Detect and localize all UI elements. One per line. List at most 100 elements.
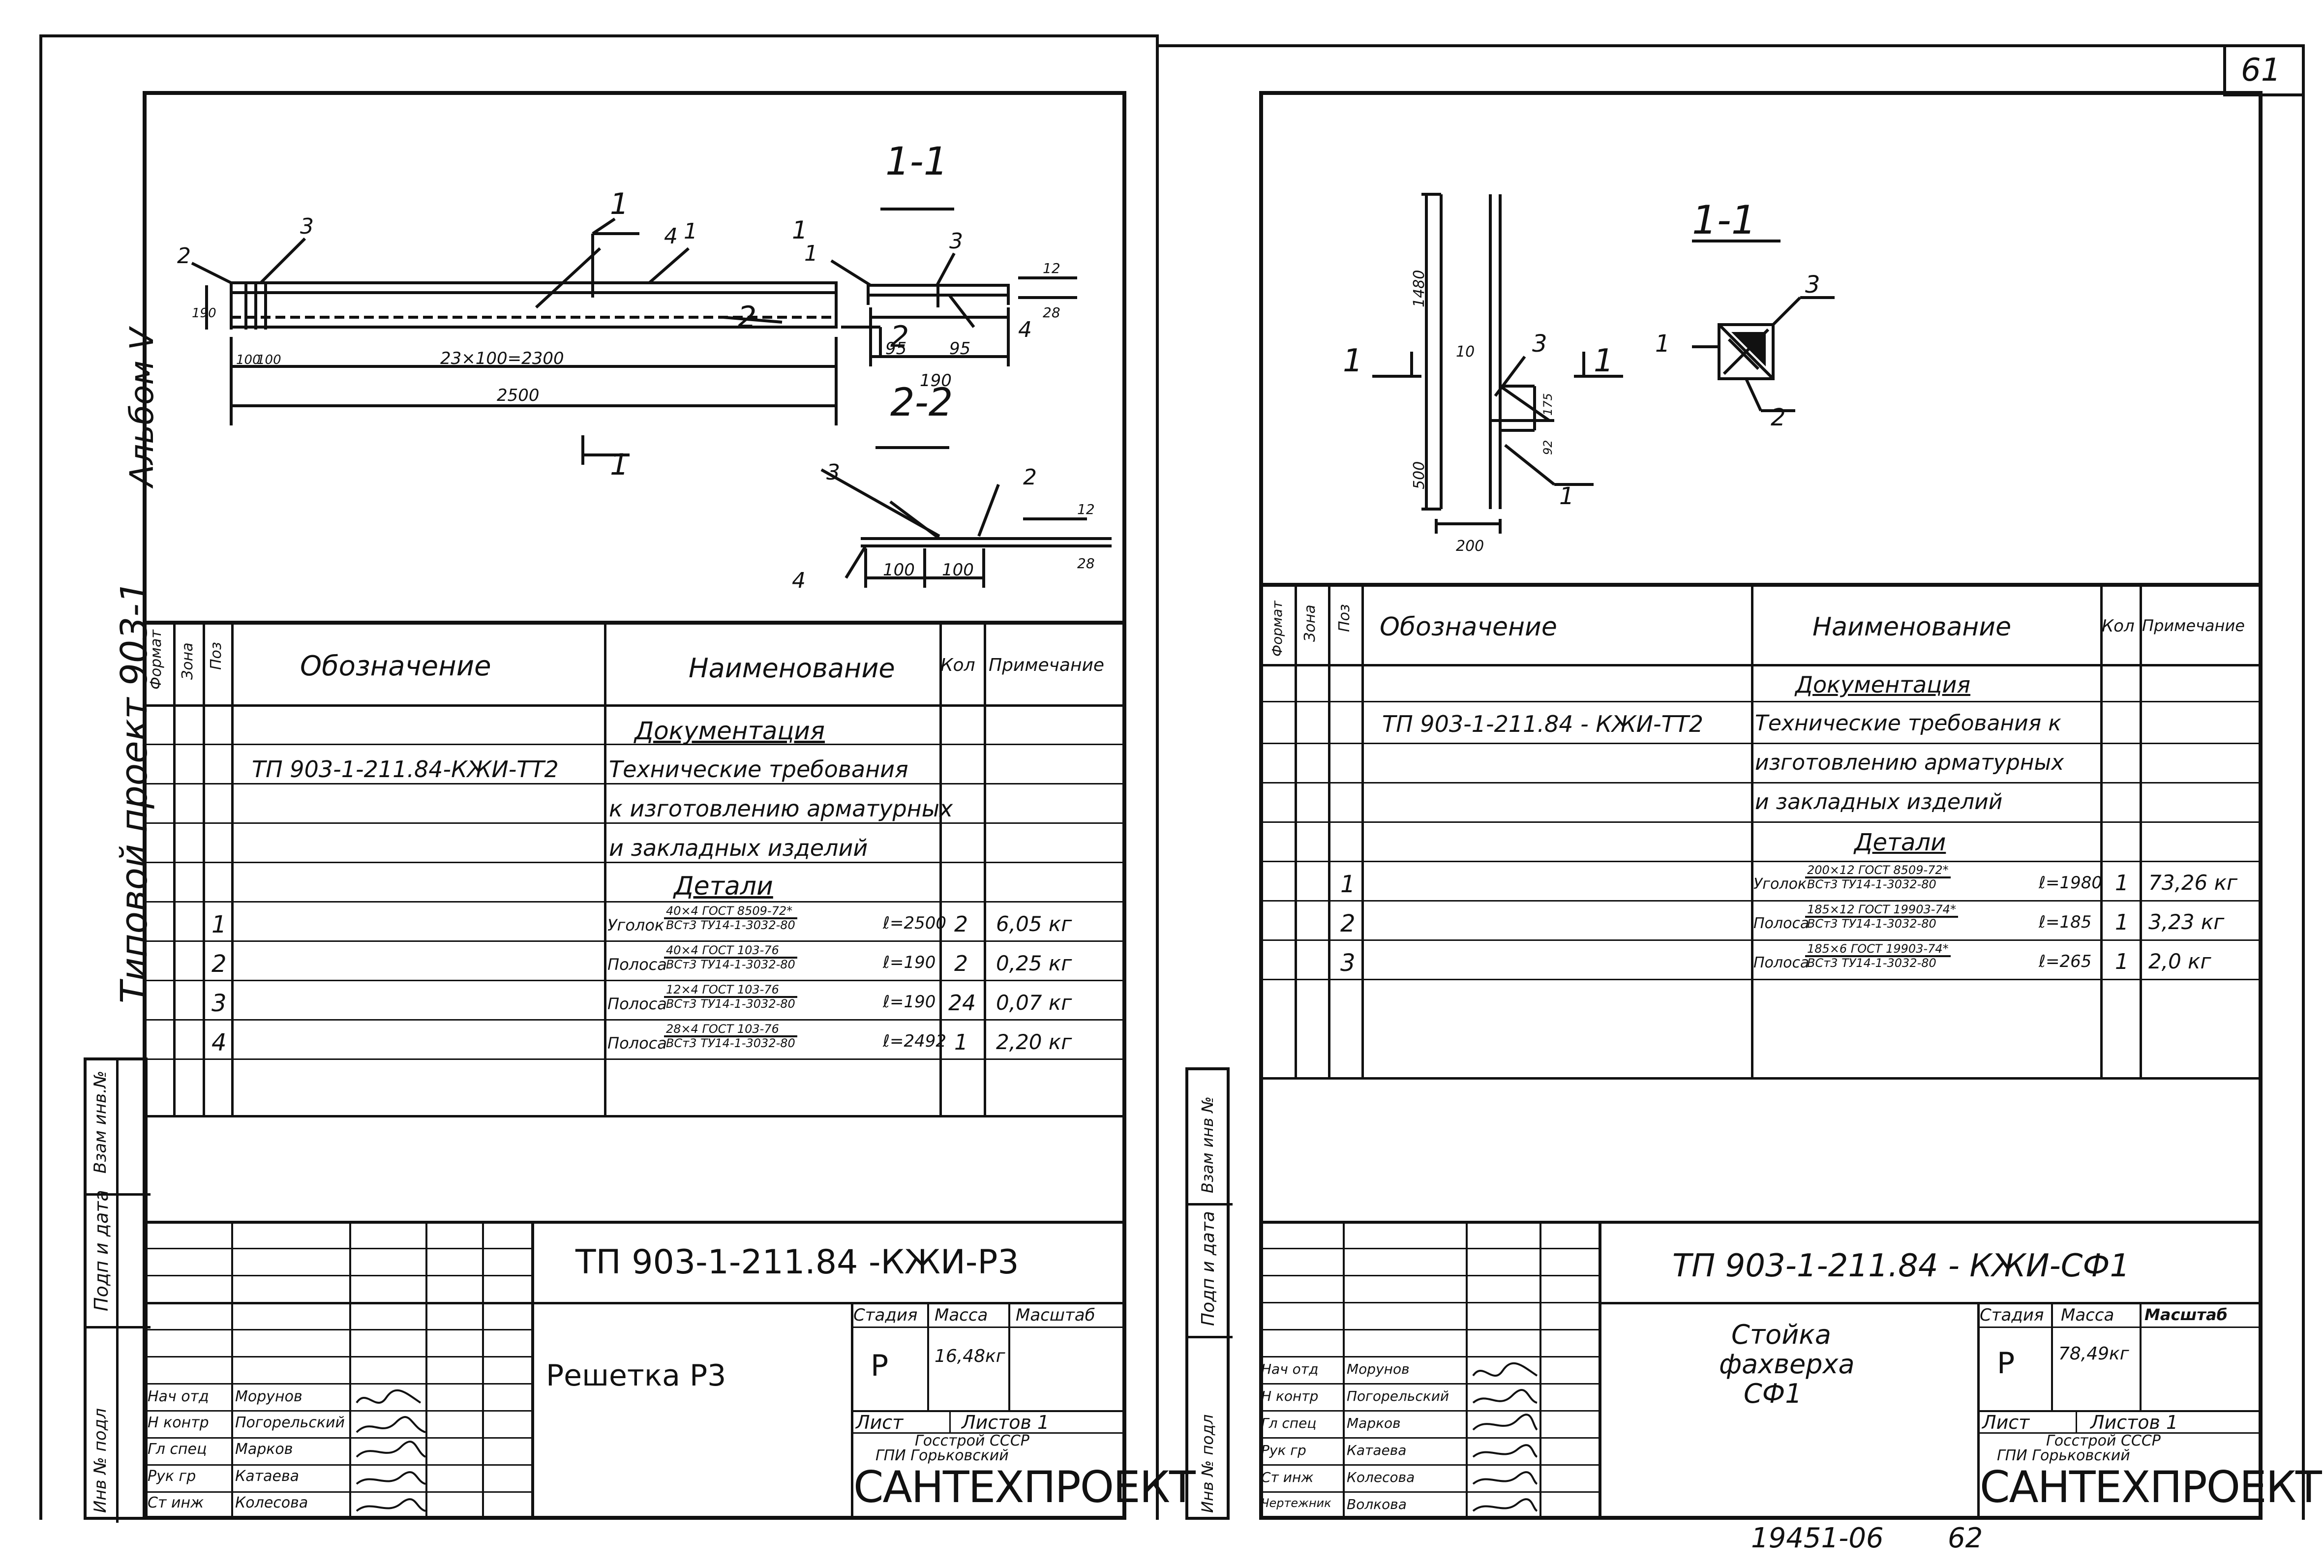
details-heading: Детали <box>674 872 773 901</box>
r-header-qty: Кол <box>2102 616 2135 636</box>
bottom-page: 62 <box>1948 1522 1983 1554</box>
r-role-1: Н контр <box>1261 1388 1319 1404</box>
right-margin-stamp: Взам инв № Подп и дата Инв № подл <box>1185 1067 1233 1520</box>
r-mass-label: Масса <box>2061 1305 2114 1325</box>
right-sheet-frame <box>1259 91 2263 1520</box>
callout-3a: 3 <box>300 214 314 239</box>
section-1-1-title-left: 1-1 <box>885 140 948 184</box>
right-spec-table: Формат Зона Поз Обозначение Наименование… <box>1259 583 2263 1080</box>
vzam-label: Взам инв.№ <box>91 1070 110 1174</box>
dim-100c: 100 <box>883 560 915 580</box>
header-zone: Зона <box>179 642 196 680</box>
section-2-2-title: 2-2 <box>890 381 953 425</box>
name-0: Морунов <box>235 1388 302 1405</box>
left-spec-table: Формат Зона Поз Обозначение Наименование… <box>143 621 1126 1117</box>
left-margin-stamp: Взам инв.№ Подп и дата Инв № подл <box>84 1057 151 1523</box>
r-doc-name-line-1: Технические требования к <box>1755 711 2061 736</box>
r-callout-3a: 3 <box>1532 330 1547 358</box>
page-number: 61 <box>2241 52 2281 89</box>
r-stamp-title-2: фахверха <box>1719 1349 1855 1380</box>
left-sheet-frame <box>143 91 1126 1520</box>
role-1: Н контр <box>148 1414 209 1431</box>
left-title-block: Нач отд Н контр Гл спец Рук гр Ст инж Мо… <box>143 1221 1196 1520</box>
r-role-5: Чертежник <box>1261 1496 1331 1510</box>
r-name-5: Волкова <box>1347 1496 1407 1512</box>
header-note: Примечание <box>989 655 1105 675</box>
doc-code: ТП 903-1-211.84-КЖИ-ТТ2 <box>252 756 559 783</box>
right-title-block: Нач отд Н контр Гл спец Рук гр Ст инж Че… <box>1259 1221 2322 1520</box>
r-role-3: Рук гр <box>1261 1442 1306 1458</box>
role-2: Гл спец <box>148 1441 207 1458</box>
r-header-pos: Поз <box>1336 604 1353 632</box>
r-name-2: Марков <box>1347 1415 1401 1431</box>
r-doc-name-line-2: изготовлению арматурных <box>1755 750 2064 775</box>
r-dim-92: 92 <box>1541 440 1555 455</box>
r-dim-175: 175 <box>1541 393 1555 416</box>
callout-3c: 3 <box>826 460 840 485</box>
outer-left-border <box>39 34 42 1520</box>
callout-2b: 2 <box>738 300 756 334</box>
mass-label: Масса <box>935 1305 988 1325</box>
doc-name-line-3: и закладных изделий <box>609 835 868 861</box>
doc-heading: Документация <box>634 717 825 745</box>
doc-name-line-1: Технические требования <box>609 756 908 783</box>
dim-100d: 100 <box>942 560 974 580</box>
r-sheet-label: Лист <box>1982 1412 2030 1433</box>
callout-1a: 1 <box>684 219 697 244</box>
callout-4c: 4 <box>792 568 806 593</box>
callout-1b: 1 <box>792 216 808 244</box>
r-dim-10: 10 <box>1456 343 1475 361</box>
dim-12b: 12 <box>1077 501 1095 517</box>
r-sheets-label: Листов 1 <box>2090 1412 2178 1433</box>
scale-label: Масштаб <box>1016 1305 1095 1325</box>
outer-top-border-left <box>39 34 1156 37</box>
callout-1c: 1 <box>804 241 818 266</box>
r-doc-heading: Документация <box>1795 671 1971 698</box>
stamp-title: Решетка Р3 <box>546 1358 726 1393</box>
name-2: Марков <box>235 1441 293 1458</box>
r-callout-3b: 3 <box>1805 271 1820 299</box>
r-header-name: Наименование <box>1812 612 2012 642</box>
callout-4b: 4 <box>1018 317 1032 342</box>
r-section-1-1-title: 1-1 <box>1692 197 1756 243</box>
r-name-0: Морунов <box>1347 1361 1410 1377</box>
r-stamp-code: ТП 903-1-211.84 - КЖИ-СФ1 <box>1672 1248 2130 1284</box>
r-org-logo: САНТЕХПРОЕКТ <box>1980 1462 2322 1512</box>
r-org-line-2: ГПИ Горьковский <box>1997 1447 2130 1464</box>
r-header-format: Формат <box>1269 601 1285 657</box>
stage-value: Р <box>871 1349 889 1383</box>
section-mark-1b: 1 <box>610 448 629 482</box>
dim-100b: 100 <box>257 353 281 367</box>
r-dim-500: 500 <box>1411 461 1428 489</box>
mass-value: 16,48кг <box>935 1346 1005 1366</box>
r-details-heading: Детали <box>1854 829 1946 856</box>
dim-23x100: 23×100=2300 <box>440 349 564 368</box>
callout-4a: 4 <box>664 224 678 249</box>
r-header-note: Примечание <box>2142 616 2245 635</box>
name-3: Катаева <box>235 1468 300 1485</box>
dim-190b: 190 <box>920 371 952 391</box>
org-logo: САНТЕХПРОЕКТ <box>853 1462 1196 1512</box>
page-number-box: 61 <box>2223 47 2302 96</box>
callout-2a: 2 <box>177 243 191 269</box>
stage-label: Стадия <box>853 1305 918 1325</box>
r-scale-label: Масштаб <box>2144 1305 2228 1324</box>
header-qty: Кол <box>940 655 975 675</box>
podp-label: Подп и дата <box>91 1190 112 1311</box>
r-callout-1b: 1 <box>1559 482 1574 510</box>
org-line-2: ГПИ Горьковский <box>875 1447 1009 1464</box>
dim-28: 28 <box>1043 304 1060 321</box>
r-role-0: Нач отд <box>1261 1361 1319 1377</box>
r-dim-1480: 1480 <box>1411 270 1428 307</box>
r-name-1: Погорельский <box>1347 1388 1449 1404</box>
bottom-doc-number: 19451-06 <box>1751 1522 1884 1554</box>
header-pos: Поз <box>208 642 225 670</box>
r-name-3: Катаева <box>1347 1442 1407 1458</box>
dim-12: 12 <box>1043 260 1060 276</box>
page-divider <box>1156 34 1159 1520</box>
role-3: Рук гр <box>148 1468 196 1485</box>
stamp-code: ТП 903-1-211.84 -КЖИ-Р3 <box>575 1243 1019 1282</box>
dim-95b: 95 <box>949 339 970 359</box>
role-4: Ст инж <box>148 1494 204 1511</box>
r-mass-value: 78,49кг <box>2058 1344 2129 1364</box>
